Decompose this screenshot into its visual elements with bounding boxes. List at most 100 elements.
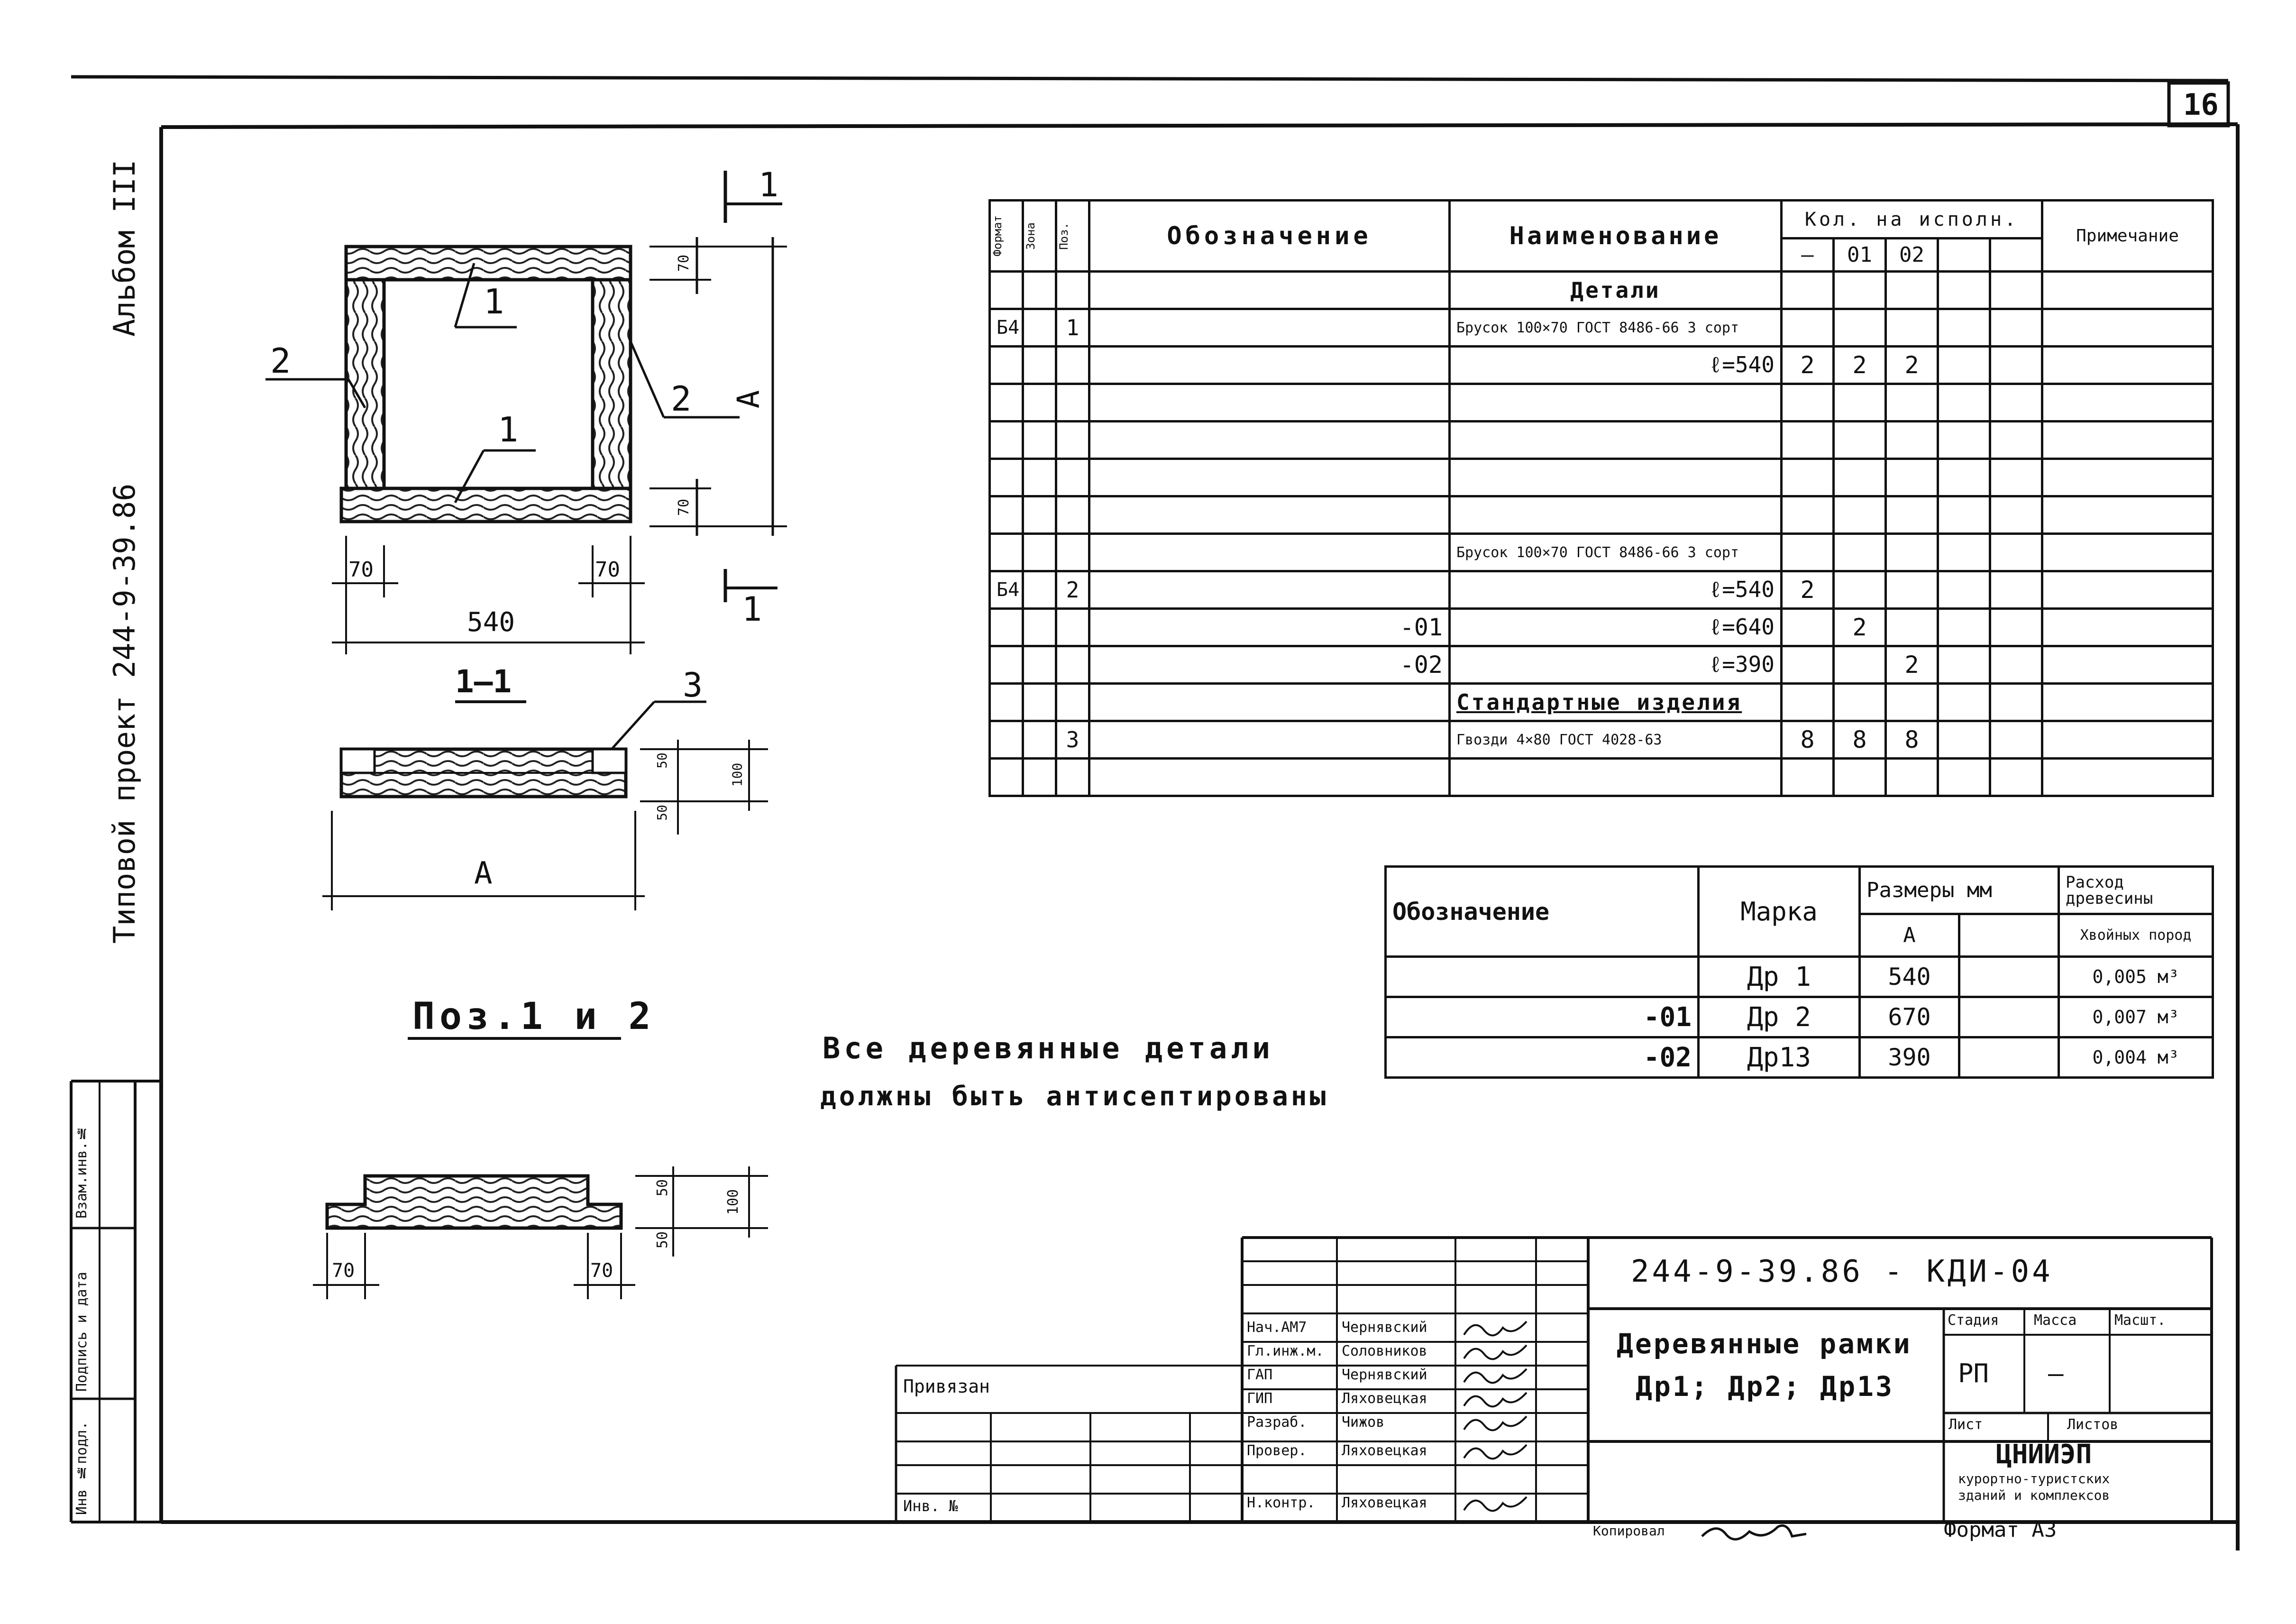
- staff-name: Соловников: [1342, 1343, 1427, 1359]
- spec-cell-q1: [1832, 645, 1887, 685]
- spec-cell-q2: [1884, 270, 1939, 310]
- spec-cell-q0: [1780, 383, 1835, 422]
- staff-name: Ляховецкая: [1342, 1390, 1427, 1407]
- spec-cell-extra: [1937, 682, 1991, 722]
- staff-signature: [1463, 1415, 1528, 1431]
- spec-cell-name: ℓ=640: [1448, 607, 1783, 647]
- copied-label: Копировал: [1593, 1523, 1665, 1539]
- spec-cell-q2: 2: [1884, 645, 1939, 685]
- spec-header-note: Примечание: [2041, 199, 2214, 273]
- spec-row: Детали: [988, 270, 2214, 310]
- spec-cell-designation: -02: [1088, 645, 1451, 685]
- spec-cell-q0: 8: [1780, 720, 1835, 760]
- spec-cell-q1: 8: [1832, 720, 1887, 760]
- marks-header-wood: Расход древесины: [2058, 865, 2214, 915]
- spec-cell-designation: [1088, 270, 1451, 310]
- org-line-2: курортно-туристских: [1958, 1471, 2110, 1486]
- mass-value: —: [2048, 1358, 2064, 1388]
- dim-70-pos-right: 70: [590, 1260, 613, 1282]
- staff-role: Н.контр.: [1247, 1495, 1316, 1511]
- marks-cell-designation: -01: [1384, 996, 1700, 1038]
- spec-cell-extra: [1937, 645, 1991, 685]
- spec-cell-extra: [1989, 720, 2043, 760]
- title-code: 244-9-39.86 - КДИ-04: [1631, 1254, 2053, 1289]
- spec-cell-note: [2041, 383, 2214, 422]
- staff-signature: [1463, 1321, 1528, 1337]
- spec-cell-q0: [1780, 420, 1835, 460]
- spec-cell-extra: [1937, 495, 1991, 535]
- spec-cell-format: [988, 532, 1024, 572]
- marks-header-size-a: A: [1858, 913, 1960, 958]
- spec-cell-extra: [1937, 757, 1991, 797]
- spec-cell-extra: [1989, 420, 2043, 460]
- spec-cell-zone: [1022, 682, 1057, 722]
- marks-cell-mark: Др 1: [1697, 955, 1861, 998]
- dim-70-right: 70: [595, 558, 620, 582]
- spec-cell-name: [1448, 420, 1783, 460]
- org-line-3: зданий и комплексов: [1958, 1487, 2110, 1503]
- spec-cell-designation: -01: [1088, 607, 1451, 647]
- staff-name: Чижов: [1342, 1414, 1385, 1431]
- spec-cell-q1: [1832, 570, 1887, 610]
- spec-row: Брусок 100×70 ГОСТ 8486-66 3 сорт: [988, 532, 2214, 572]
- spec-cell-pos: [1055, 458, 1090, 497]
- marks-cell-size-a: 540: [1858, 955, 1960, 998]
- spec-cell-zone: [1022, 270, 1057, 310]
- spec-cell-format: [988, 682, 1024, 722]
- spec-cell-q0: [1780, 308, 1835, 348]
- spec-cell-zone: [1022, 495, 1057, 535]
- staff-role: Разраб.: [1247, 1414, 1307, 1431]
- marks-table: Обозначение Марка Размеры мм Расход древ…: [1384, 865, 2214, 1079]
- spec-cell-extra: [1937, 720, 1991, 760]
- spec-cell-name: Гвозди 4×80 ГОСТ 4028-63: [1448, 720, 1783, 760]
- spec-cell-designation: [1088, 495, 1451, 535]
- spec-cell-pos: [1055, 757, 1090, 797]
- sheet-label: Лист: [1948, 1416, 1983, 1433]
- spec-cell-name: [1448, 757, 1783, 797]
- spec-cell-q1: 2: [1832, 345, 1887, 385]
- spec-cell-designation: [1088, 682, 1451, 722]
- spec-cell-q2: [1884, 308, 1939, 348]
- spec-cell-zone: [1022, 645, 1057, 685]
- spec-cell-extra: [1937, 270, 1991, 310]
- spec-cell-name: Детали: [1448, 270, 1783, 310]
- spec-cell-designation: [1088, 720, 1451, 760]
- spec-cell-q2: [1884, 607, 1939, 647]
- staff-role: ГАП: [1247, 1367, 1273, 1383]
- spec-cell-designation: [1088, 757, 1451, 797]
- spec-cell-extra: [1937, 420, 1991, 460]
- spec-row: [988, 458, 2214, 497]
- spec-cell-extra: [1937, 345, 1991, 385]
- sheet-number: 16: [2183, 87, 2219, 122]
- staff-role: ГИП: [1247, 1390, 1273, 1407]
- spec-cell-q2: [1884, 532, 1939, 572]
- spec-cell-q2: [1884, 458, 1939, 497]
- spec-cell-note: [2041, 570, 2214, 610]
- label-pos-1-bottom: 1: [498, 410, 519, 450]
- title-line-1: Деревянные рамки: [1617, 1328, 1912, 1360]
- spec-cell-zone: [1022, 757, 1057, 797]
- stage-label: Стадия: [1948, 1312, 1999, 1329]
- spec-cell-format: [988, 720, 1024, 760]
- dim-A-section: A: [474, 856, 493, 891]
- label-pos-3: 3: [683, 666, 703, 705]
- dim-540: 540: [467, 607, 515, 638]
- spec-header-q1: 01: [1832, 237, 1887, 273]
- spec-cell-q0: [1780, 458, 1835, 497]
- spec-cell-designation: [1088, 570, 1451, 610]
- spec-cell-format: Б4: [988, 570, 1024, 610]
- dim-70-pos-left: 70: [332, 1260, 355, 1282]
- note-line-1: Все деревянные детали: [823, 1031, 1274, 1065]
- marks-cell-size-a: 390: [1858, 1036, 1960, 1079]
- spec-cell-zone: [1022, 345, 1057, 385]
- spec-cell-pos: [1055, 270, 1090, 310]
- spec-cell-q0: [1780, 532, 1835, 572]
- spec-cell-pos: 3: [1055, 720, 1090, 760]
- spec-cell-designation: [1088, 420, 1451, 460]
- marks-header-wood-sub: Хвойных пород: [2058, 913, 2214, 958]
- spec-cell-designation: [1088, 458, 1451, 497]
- spec-cell-pos: [1055, 383, 1090, 422]
